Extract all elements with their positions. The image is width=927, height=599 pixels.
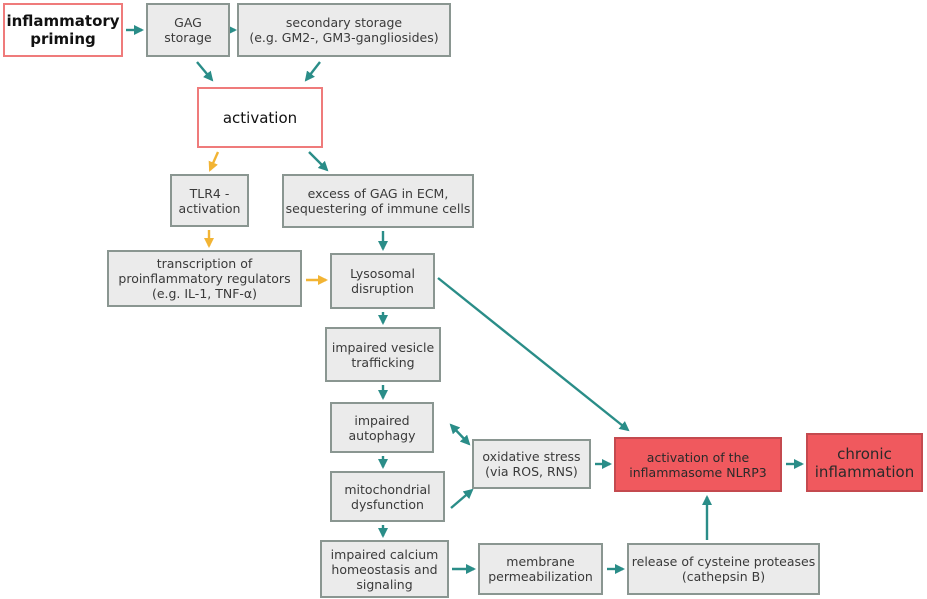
node-impaired-calcium-homeostasis: impaired calcium homeostasis and signali…	[320, 540, 449, 598]
node-mitochondrial-line-1: mitochondrial	[344, 481, 431, 497]
node-autophagy-line-2: autophagy	[348, 427, 416, 443]
node-vesicle-line-2: trafficking	[351, 354, 415, 370]
arrow-secondary-storage-to-activation	[304, 61, 321, 82]
node-oxidative-stress: oxidative stress (via ROS, RNS)	[472, 439, 591, 489]
node-oxidative-line-2: (via ROS, RNS)	[485, 464, 578, 479]
node-membrane-permeabilization: membrane permeabilization	[478, 543, 603, 595]
node-gag-storage: GAG storage	[146, 3, 230, 57]
arrow-activation-to-excess-gag	[308, 151, 329, 172]
node-mitochondrial-dysfunction: mitochondrial dysfunction	[330, 471, 445, 522]
node-activation-line-1: activation	[222, 108, 298, 127]
arrow-gag-storage-to-activation	[196, 61, 214, 82]
node-calcium-line-3: signaling	[356, 576, 413, 592]
node-excess-gag-line-1: excess of GAG in ECM,	[307, 186, 449, 201]
node-chronic-line-1: chronic	[837, 444, 892, 463]
node-chronic-line-2: inflammation	[814, 462, 915, 481]
node-secondary-storage-line-2: (e.g. GM2-, GM3-gangliosides)	[249, 30, 439, 45]
node-oxidative-line-1: oxidative stress	[482, 449, 581, 464]
node-mitochondrial-line-2: dysfunction	[351, 496, 424, 512]
node-excess-gag-line-2: sequestering of immune cells	[285, 201, 471, 216]
node-secondary-storage: secondary storage (e.g. GM2-, GM3-gangli…	[237, 3, 451, 57]
node-transcription-line-1: transcription of	[156, 256, 253, 271]
node-gag-storage-line-1: GAG	[174, 15, 202, 30]
node-tlr4-activation: TLR4 - activation	[170, 174, 249, 227]
node-nlrp3-activation: activation of the inflammasome NLRP3	[614, 437, 782, 492]
node-inflammatory-priming-line-1: inflammatory	[6, 12, 120, 30]
arrow-mitochondrial-to-oxidative	[450, 488, 474, 509]
arrow-lysosomal-to-nlrp3	[437, 277, 630, 432]
node-release-line-2: (cathepsin B)	[681, 569, 766, 584]
node-lysosomal-disruption: Lysosomal disruption	[330, 253, 435, 309]
node-autophagy-line-1: impaired	[354, 412, 410, 428]
arrow-autophagy-to-oxidative	[449, 423, 471, 446]
node-calcium-line-2: homeostasis and	[331, 561, 438, 577]
node-transcription: transcription of proinflammatory regulat…	[107, 250, 302, 307]
node-calcium-line-1: impaired calcium	[330, 546, 439, 562]
node-tlr4-line-2: activation	[178, 200, 241, 216]
node-membrane-line-2: permeabilization	[488, 569, 593, 584]
node-chronic-inflammation: chronic inflammation	[806, 433, 923, 492]
node-secondary-storage-line-1: secondary storage	[285, 15, 403, 30]
node-transcription-line-2: proinflammatory regulators	[118, 271, 291, 286]
node-inflammatory-priming-line-2: priming	[30, 30, 96, 48]
node-lysosomal-line-1: Lysosomal	[350, 266, 415, 281]
node-nlrp3-line-1: activation of the	[646, 449, 750, 465]
node-impaired-vesicle-trafficking: impaired vesicle trafficking	[325, 327, 441, 382]
node-activation: activation	[197, 87, 323, 148]
node-membrane-line-1: membrane	[506, 554, 575, 569]
node-inflammatory-priming: inflammatory priming	[3, 3, 123, 57]
node-excess-gag: excess of GAG in ECM, sequestering of im…	[282, 174, 474, 228]
arrow-activation-to-tlr4	[208, 151, 220, 172]
node-transcription-line-3: (e.g. IL-1, TNF-α)	[151, 286, 258, 301]
node-lysosomal-line-2: disruption	[351, 281, 414, 296]
node-impaired-autophagy: impaired autophagy	[330, 402, 434, 453]
node-nlrp3-line-2: inflammasome NLRP3	[629, 464, 767, 480]
node-release-line-1: release of cysteine proteases	[631, 554, 816, 569]
node-tlr4-line-1: TLR4 -	[189, 185, 230, 201]
node-release-cysteine-proteases: release of cysteine proteases (cathepsin…	[627, 543, 820, 595]
node-gag-storage-line-2: storage	[164, 30, 212, 45]
node-vesicle-line-1: impaired vesicle	[331, 339, 435, 355]
